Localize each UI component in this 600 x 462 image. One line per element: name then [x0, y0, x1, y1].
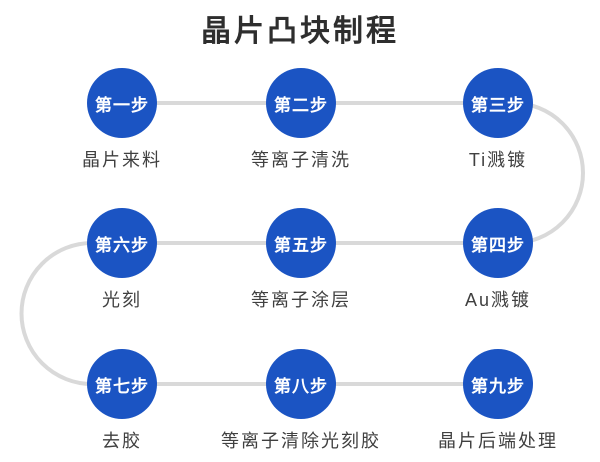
step-2-label: 等离子清洗	[251, 150, 351, 170]
step-2-circle: 第二步	[266, 68, 336, 138]
step-3-badge-text: 第三步	[471, 95, 525, 115]
page-title: 晶片凸块制程	[201, 15, 399, 48]
step-5-circle: 第五步	[266, 208, 336, 278]
step-4-label: Au溅镀	[464, 290, 532, 310]
step-7-label: 去胶	[102, 431, 142, 451]
step-1-circle: 第一步	[87, 68, 157, 138]
step-8-label: 等离子清除光刻胶	[221, 431, 381, 451]
step-8-circle: 第八步	[266, 349, 336, 419]
step-7-badge-text: 第七步	[95, 376, 149, 396]
step-2-badge-text: 第二步	[274, 95, 328, 115]
step-1-badge-text: 第一步	[95, 95, 149, 115]
step-6-label: 光刻	[102, 290, 142, 310]
step-5-label: 等离子涂层	[251, 290, 351, 310]
step-8-badge-text: 第八步	[274, 376, 328, 396]
step-9-circle: 第九步	[463, 349, 533, 419]
step-5-badge-text: 第五步	[274, 235, 328, 255]
step-6-circle: 第六步	[87, 208, 157, 278]
step-4-circle: 第四步	[463, 208, 533, 278]
step-4-badge-text: 第四步	[471, 235, 525, 255]
step-9-label: 晶片后端处理	[438, 431, 558, 451]
step-3-circle: 第三步	[463, 68, 533, 138]
step-9-badge-text: 第九步	[471, 376, 525, 396]
step-1-label: 晶片来料	[82, 150, 162, 170]
step-3-label: Ti溅镀	[468, 150, 528, 170]
step-7-circle: 第七步	[87, 349, 157, 419]
step-6-badge-text: 第六步	[95, 235, 149, 255]
